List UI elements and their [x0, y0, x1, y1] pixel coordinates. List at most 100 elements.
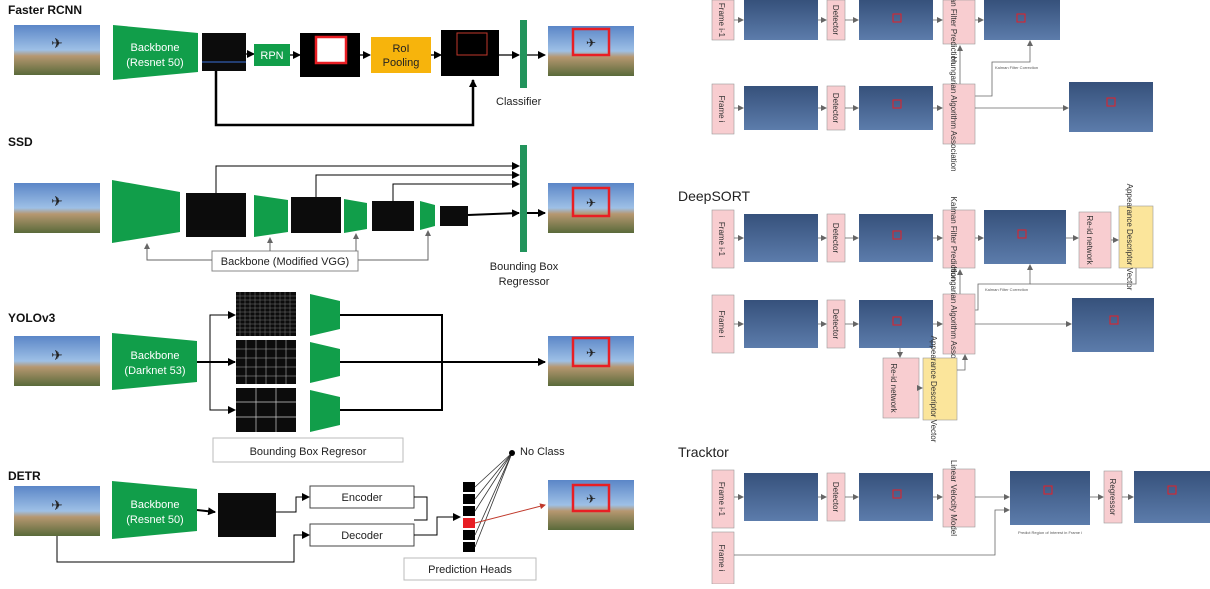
linear-velocity-label: Linear Velocity Model — [949, 460, 958, 536]
darknet-label: Backbone — [131, 350, 180, 362]
yolo-regressor-label: Bounding Box Regresor — [250, 446, 367, 458]
detr-feature-map — [218, 493, 276, 537]
pooled-map — [441, 30, 499, 76]
correction-label: Kalman Filter Correction — [985, 287, 1028, 292]
detector-label: Detector — [831, 309, 840, 340]
roi-pooling-box — [371, 37, 431, 73]
grid-13 — [236, 292, 296, 336]
feature-map-4 — [440, 206, 468, 226]
yolo-title: YOLOv3 — [8, 311, 56, 325]
yolo-section: YOLOv3 ✈ Backbone (Darknet 53) — [8, 292, 634, 463]
reid-label: Re-id network — [889, 363, 898, 413]
detector-label: Detector — [831, 5, 840, 36]
regressor-sub-label: Regressor — [499, 276, 550, 288]
backbone-label: Backbone — [131, 42, 180, 54]
output-image: ✈ — [548, 26, 634, 76]
input-image: ✈ — [14, 25, 100, 75]
appearance-label: Appearance Descriptor Vector — [929, 336, 938, 443]
reid-box — [1078, 211, 1112, 269]
encoder-label: Encoder — [342, 492, 383, 504]
backbone-trapezoid — [113, 25, 198, 80]
svg-text:✈: ✈ — [51, 497, 63, 513]
ssd-section: SSD ✈ ✈ Backbone (Modified VGG) Bounding… — [8, 135, 634, 288]
linear-velocity-box — [942, 468, 976, 528]
detector-label: Detector — [831, 482, 840, 513]
svg-text:✈: ✈ — [51, 347, 63, 363]
input-image: ✈ — [14, 183, 100, 233]
kalman-label: Kalman Filter Prediction — [949, 0, 958, 64]
regressor-label: Bounding Box — [490, 261, 559, 273]
regressor-bar — [520, 145, 527, 252]
frame-cur-label: Frame i — [717, 95, 726, 122]
hungarian-box — [942, 83, 976, 145]
classifier-bar — [520, 20, 527, 88]
output-image: ✈ — [548, 480, 634, 530]
frame-cur-box — [711, 83, 735, 135]
kalman-label: Kalman Filter Prediction — [949, 197, 958, 282]
detector-label: Detector — [831, 93, 840, 124]
reid-box — [882, 357, 920, 419]
feature-map-2 — [291, 197, 341, 233]
classifier-label: Classifier — [496, 96, 542, 108]
svg-text:✈: ✈ — [586, 492, 596, 506]
reid-label: Re-id network — [1085, 215, 1094, 265]
yolo-head-2 — [310, 342, 340, 383]
input-image: ✈ — [14, 486, 100, 536]
vgg-stage-4 — [420, 201, 435, 230]
output-image: ✈ — [548, 183, 634, 233]
correction-label: Kalman Filter Correction — [995, 65, 1038, 70]
feature-map-3 — [372, 201, 414, 231]
detr-backbone-label: Backbone — [131, 499, 180, 511]
faster-rcnn-title: Faster RCNN — [8, 3, 82, 17]
detr-title: DETR — [8, 469, 41, 483]
decoder-label: Decoder — [341, 530, 383, 542]
roi-sub-label: Pooling — [383, 57, 420, 69]
backbone-sub-label: (Resnet 50) — [126, 57, 183, 69]
svg-text:✈: ✈ — [586, 346, 596, 360]
faster-rcnn-section: Faster RCNN ✈ Backbone (Resnet 50) RPN R… — [8, 3, 634, 127]
prediction-heads-box — [403, 557, 537, 581]
sort-section: Frame i-1 Detector Kalman Filter Predict… — [711, 0, 1153, 172]
deepsort-section: DeepSORT Frame i-1 Detector Kalman Filte… — [678, 184, 1154, 443]
backbone-vgg-label: Backbone (Modified VGG) — [221, 256, 349, 268]
tracktor-section: Tracktor Frame i-1 Detector Linear Veloc… — [678, 444, 1210, 585]
backbone-vgg-box — [211, 250, 359, 272]
prediction-heads-label: Prediction Heads — [428, 564, 512, 576]
tracktor-title: Tracktor — [678, 444, 729, 460]
deepsort-title: DeepSORT — [678, 188, 751, 204]
hungarian-label: Hungarian Algorithm Association — [949, 56, 958, 171]
no-class-node — [509, 450, 515, 456]
grid-52 — [236, 388, 296, 432]
matched-head — [463, 518, 475, 528]
rpn-label: RPN — [260, 50, 283, 62]
darknet-sub-label: (Darknet 53) — [124, 365, 185, 377]
regressor-label: Regressor — [1108, 479, 1117, 516]
detr-backbone-sub-label: (Resnet 50) — [126, 514, 183, 526]
vgg-stage-2 — [254, 195, 288, 237]
vgg-stage-1 — [112, 180, 180, 243]
feature-map-1 — [186, 193, 246, 237]
darknet-backbone — [112, 333, 197, 390]
roi-label: RoI — [392, 43, 409, 55]
frame-cur-label: Frame i — [717, 310, 726, 337]
detr-section: DETR ✈ Backbone (Resnet 50) Encoder Deco… — [8, 446, 634, 581]
roi-frame — [1010, 471, 1090, 525]
frame-prev-label: Frame i-1 — [717, 482, 726, 517]
sky-frame — [744, 0, 818, 40]
grid-26 — [236, 340, 296, 384]
yolo-head-1 — [310, 294, 340, 336]
feature-map — [202, 33, 246, 71]
prediction-heads — [463, 482, 475, 552]
svg-text:✈: ✈ — [586, 36, 596, 50]
yolo-head-3 — [310, 390, 340, 432]
appearance-label: Appearance Descriptor Vector — [1125, 184, 1134, 291]
ssd-title: SSD — [8, 135, 33, 149]
detr-backbone — [112, 481, 197, 539]
frame-prev-label: Frame i-1 — [717, 222, 726, 257]
kalman-box — [942, 0, 976, 45]
vgg-stage-3 — [344, 199, 367, 233]
detector-label: Detector — [831, 223, 840, 254]
appearance-box — [922, 357, 958, 421]
svg-text:✈: ✈ — [51, 193, 63, 209]
